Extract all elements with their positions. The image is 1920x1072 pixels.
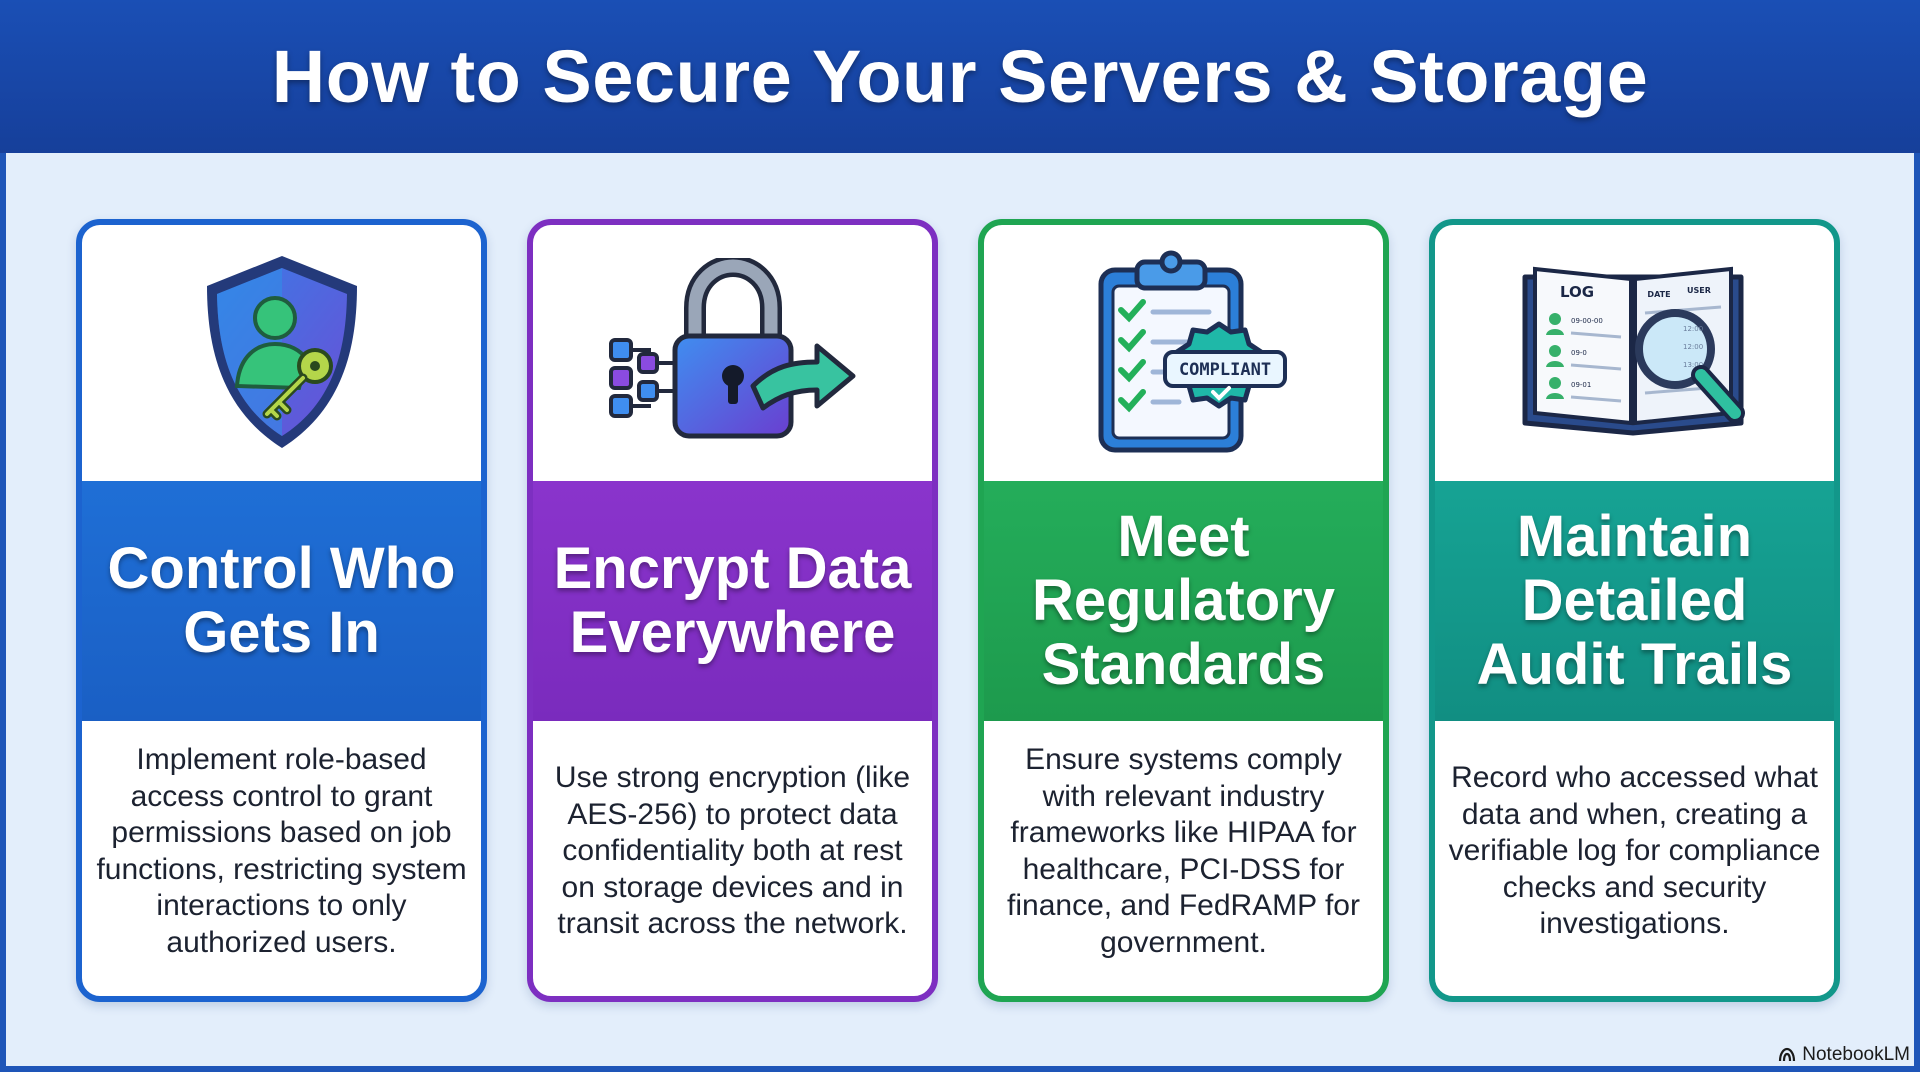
compliant-badge-text: COMPLIANT xyxy=(1178,360,1270,380)
card-icon-area xyxy=(533,225,932,481)
log-date-3: 09-01 xyxy=(1571,381,1591,389)
card-title: Meet Regulatory Standards xyxy=(1032,504,1335,697)
log-date-1: 09-00-00 xyxy=(1571,317,1603,325)
log-time-1: 12:00 xyxy=(1683,325,1703,333)
notebooklm-logo-icon xyxy=(1779,1047,1796,1062)
card-title-band: Encrypt Data Everywhere xyxy=(533,481,932,721)
card-title: Maintain Detailed Audit Trails xyxy=(1476,504,1793,697)
card-title-band: Control Who Gets In xyxy=(82,481,481,721)
card-icon-area: COMPLIANT xyxy=(984,225,1383,481)
page-title: How to Secure Your Servers & Storage xyxy=(271,35,1649,118)
shield-user-key-icon xyxy=(206,256,357,448)
card-regulatory-standards: COMPLIANT Meet Regulatory Standards Ensu… xyxy=(978,219,1389,1002)
log-user-heading: USER xyxy=(1687,286,1711,295)
card-audit-trails: LOG DATE USER 09-00-00 09-0 09-01 12:00 … xyxy=(1429,219,1840,1002)
card-title: Control Who Gets In xyxy=(107,536,456,665)
padlock-data-arrow-icon xyxy=(608,258,855,439)
card-title-band: Maintain Detailed Audit Trails xyxy=(1435,481,1834,721)
notebooklm-watermark: NotebookLM xyxy=(1778,1044,1910,1066)
card-description: Record who accessed what data and when, … xyxy=(1448,761,1821,941)
card-encrypt-data: Encrypt Data Everywhere Use strong encry… xyxy=(527,219,938,1002)
card-description-area: Implement role-based access control to g… xyxy=(82,721,481,996)
log-date-heading: DATE xyxy=(1647,290,1670,299)
log-time-2: 12:00 xyxy=(1683,343,1703,351)
log-time-3: 13:00 xyxy=(1683,361,1703,369)
card-description: Use strong encryption (like AES-256) to … xyxy=(554,761,911,941)
card-description: Implement role-based access control to g… xyxy=(96,743,467,959)
brand-label: NotebookLM xyxy=(1802,1044,1910,1065)
card-title-band: Meet Regulatory Standards xyxy=(984,481,1383,721)
log-heading: LOG xyxy=(1559,283,1593,301)
card-icon-area xyxy=(82,225,481,481)
card-icon-area: LOG DATE USER 09-00-00 09-0 09-01 12:00 … xyxy=(1435,225,1834,481)
card-control-access: Control Who Gets In Implement role-based… xyxy=(76,219,487,1002)
clipboard-compliant-icon: COMPLIANT xyxy=(1098,250,1287,453)
log-date-2: 09-0 xyxy=(1571,349,1587,357)
card-description-area: Ensure systems comply with relevant indu… xyxy=(984,721,1383,996)
header-banner: How to Secure Your Servers & Storage xyxy=(0,0,1920,153)
card-title: Encrypt Data Everywhere xyxy=(553,536,912,665)
log-book-magnifier-icon: LOG DATE USER 09-00-00 09-0 09-01 12:00 … xyxy=(1522,266,1745,436)
card-description-area: Use strong encryption (like AES-256) to … xyxy=(533,721,932,996)
card-description: Ensure systems comply with relevant indu… xyxy=(1007,743,1360,959)
card-description-area: Record who accessed what data and when, … xyxy=(1435,721,1834,996)
